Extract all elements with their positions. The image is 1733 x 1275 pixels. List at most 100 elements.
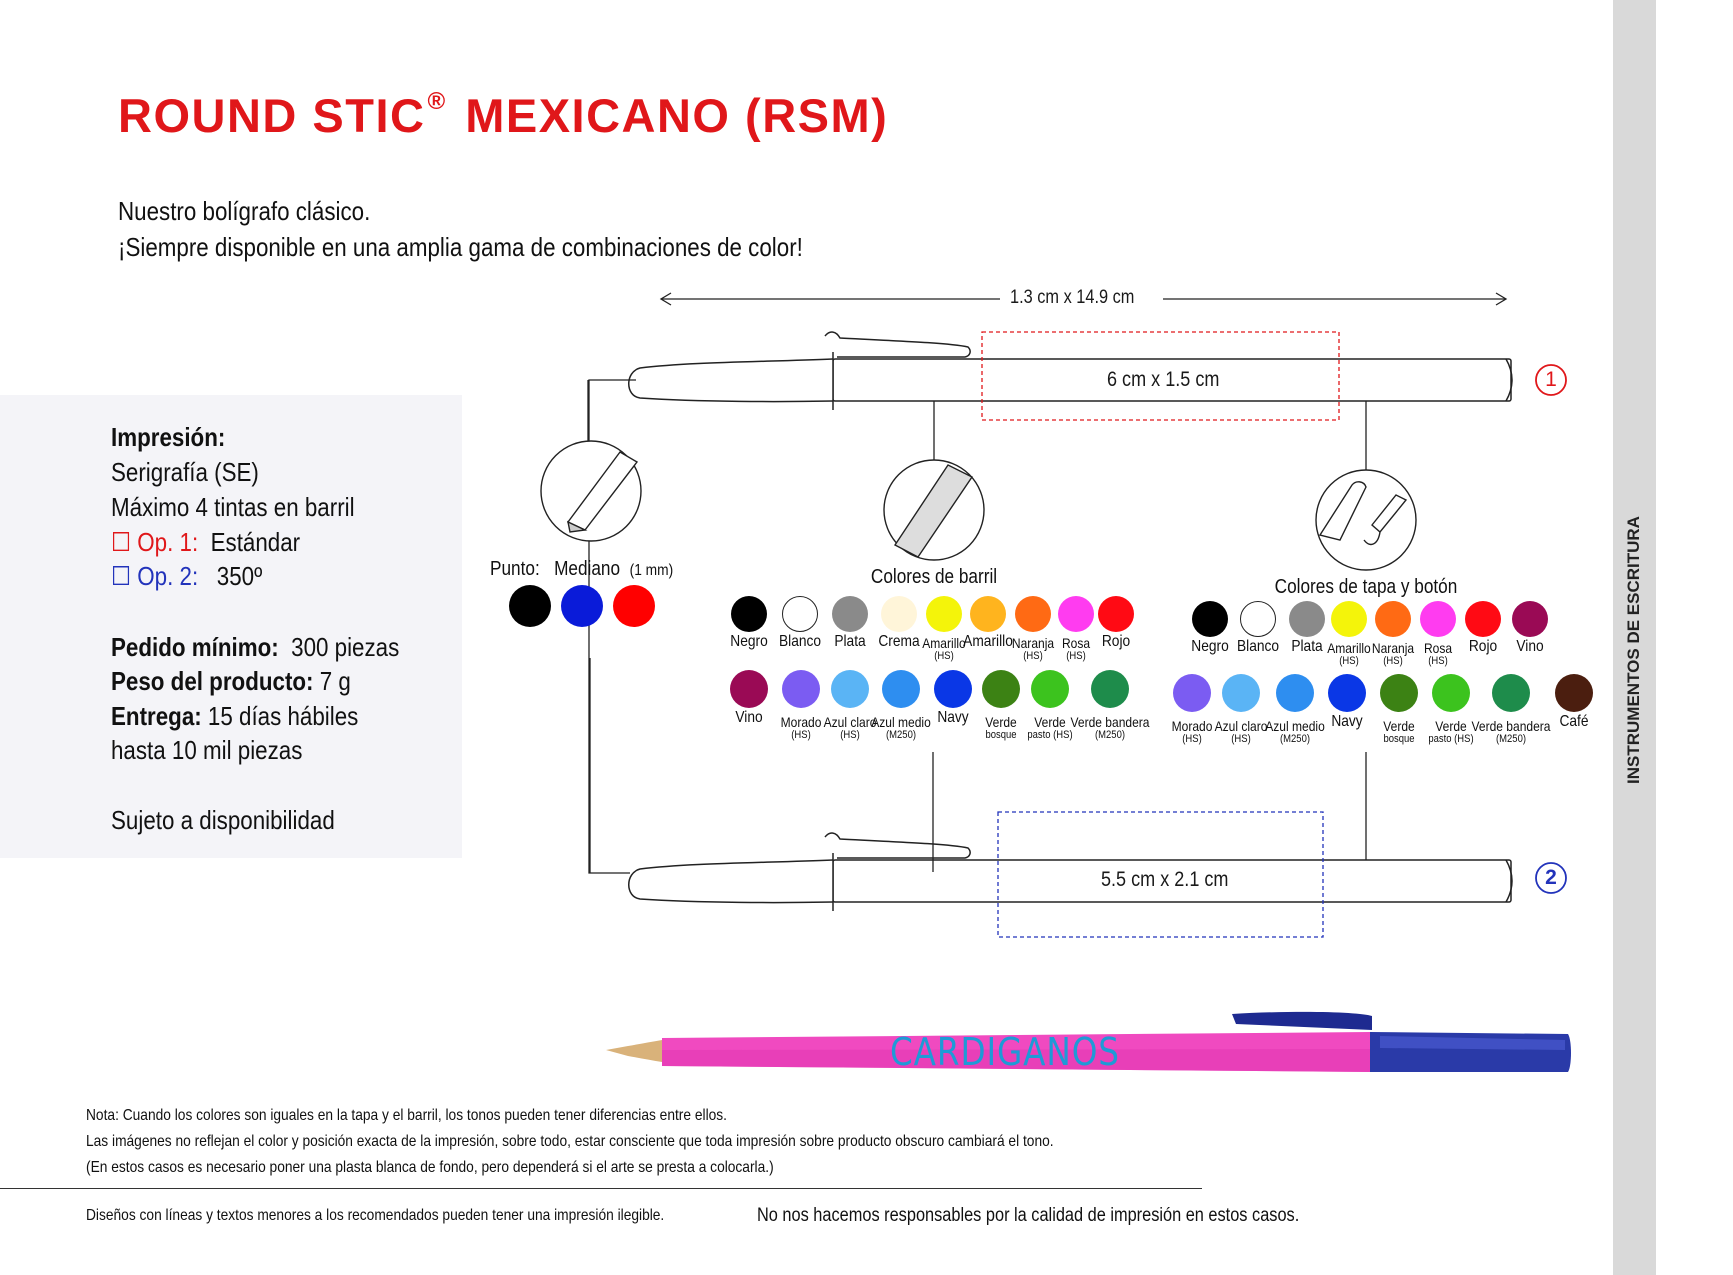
cap-color-r2-2-label: Azul claro(HS) [1214,718,1268,745]
barrel-color-r2-2-swatch [782,670,820,708]
marker-2-label: 2 [1545,866,1557,889]
barrel-color-r1-9-label: Rojo [1101,633,1131,650]
barrel-color-r1-3-swatch [832,596,868,632]
spec-panel [0,395,462,858]
barrel-color-r1-5-swatch [926,596,962,632]
barrel-colors-heading: Colores de barril [870,566,998,588]
cap-color-r1-4-label: Amarillo(HS) [1327,640,1371,667]
overall-dimension-label: 1.3 cm x 14.9 cm [1010,287,1135,308]
barrel-color-r2-4-swatch [882,670,920,708]
marker-1-label: 1 [1545,368,1557,391]
description-line-1: Nuestro bolígrafo clásico. [118,196,371,226]
cap-color-r2-5-swatch [1380,674,1418,712]
cap-color-r2-7-swatch [1492,674,1530,712]
cap-color-r1-2-label: Blanco [1236,638,1280,655]
cap-color-r2-1-label: Morado(HS) [1171,718,1213,745]
cap-color-r1-5-swatch [1375,601,1411,637]
barrel-color-r1-1-label: Negro [730,633,768,650]
print-area-2-label: 5.5 cm x 2.1 cm [1101,868,1229,891]
barrel-color-r1-3-label: Plata [834,633,866,650]
disclaimer: No nos hacemos responsables por la calid… [757,1205,1300,1226]
cap-color-r2-3-label: Azul medio(M250) [1265,718,1325,745]
cap-color-r1-8-swatch [1512,601,1548,637]
spec-delivery: Entrega: 15 días hábiles [111,701,359,731]
pen-2-outline [628,832,1513,911]
barrel-color-r2-1-label: Vino [735,709,763,726]
barrel-color-r1-9-swatch [1098,596,1134,632]
cap-color-r1-3-swatch [1289,601,1325,637]
print-area-1-box [981,331,1340,421]
barrel-color-r1-8-label: Rosa(HS) [1061,635,1091,662]
tip-detail-circle [540,440,642,542]
barrel-color-r2-7-swatch [1031,670,1069,708]
cap-color-r2-3-swatch [1276,674,1314,712]
spec-delivery-note: hasta 10 mil piezas [111,735,303,765]
cap-color-r2-8-swatch [1555,674,1593,712]
barrel-color-r1-6-swatch [970,596,1006,632]
barrel-color-r1-2-label: Blanco [778,633,822,650]
marker-2-circle [1535,862,1567,894]
barrel-color-r2-4-label: Azul medio(M250) [871,714,931,741]
point-color-3-swatch [613,585,655,627]
barrel-color-r1-1-swatch [731,596,767,632]
spec-method: Serigrafía (SE) [111,457,259,487]
point-color-2-swatch [561,585,603,627]
notes-divider [0,1188,1202,1189]
barrel-color-r1-8-swatch [1058,596,1094,632]
cap-color-r2-1-swatch [1173,674,1211,712]
barrel-color-r1-5-label: Amarillo(HS) [922,635,966,662]
note-line-3: (En estos casos es necesario poner una p… [86,1159,774,1176]
title-main: ROUND STIC [118,89,426,142]
cap-color-r1-2-swatch [1240,601,1276,637]
point-color-1-swatch [509,585,551,627]
note-line-1: Nota: Cuando los colores son iguales en … [86,1107,727,1124]
barrel-color-r1-4-swatch [881,596,917,632]
disclaimer-small: Diseños con líneas y textos menores a lo… [86,1207,665,1224]
print-area-2-box [997,811,1324,938]
spec-option-2: ☐ Op. 2: 350º [111,561,263,591]
spec-option-1: ☐ Op. 1: Estándar [111,527,301,557]
spec-max-inks: Máximo 4 tintas en barril [111,492,355,522]
cap-color-r2-2-swatch [1222,674,1260,712]
sample-pen-image [606,1011,1571,1072]
cap-color-r1-4-swatch [1331,601,1367,637]
cap-color-r1-5-label: Naranja(HS) [1371,640,1415,667]
cap-color-r2-4-swatch [1328,674,1366,712]
cap-color-r1-3-label: Plata [1291,638,1323,655]
cap-color-r1-6-swatch [1420,601,1456,637]
note-line-2: Las imágenes no reflejan el color y posi… [86,1133,1054,1150]
spec-impresion-label: Impresión: [111,422,226,452]
point-label: Punto: Mediano (1 mm) [490,558,674,580]
barrel-color-r1-4-label: Crema [878,633,920,650]
barrel-detail-circle [883,459,985,561]
barrel-color-r2-3-swatch [831,670,869,708]
cap-color-r1-7-label: Rojo [1468,638,1498,655]
spec-weight: Peso del producto: 7 g [111,666,351,696]
cap-color-r1-7-swatch [1465,601,1501,637]
barrel-color-r1-6-label: Amarillo [963,633,1013,650]
sidebar-strip [1613,0,1656,1275]
barrel-color-r1-7-swatch [1015,596,1051,632]
connector-lines [587,379,1367,874]
marker-1-circle [1535,364,1567,396]
barrel-color-r2-5-swatch [934,670,972,708]
barrel-color-r2-1-swatch [730,670,768,708]
registered-mark: ® [427,88,447,116]
barrel-color-r2-8-swatch [1091,670,1129,708]
cap-colors-heading: Colores de tapa y botón [1274,576,1458,598]
cap-color-r1-6-label: Rosa(HS) [1423,640,1453,667]
spec-availability: Sujeto a disponibilidad [111,805,335,835]
pen-1-outline [628,331,1513,410]
cap-color-r2-4-label: Navy [1331,713,1363,730]
spec-min-order: Pedido mínimo: 300 piezas [111,632,400,662]
cap-color-r2-7-label: Verde bandera(M250) [1471,718,1551,745]
cap-color-r2-8-label: Café [1559,713,1589,730]
cap-color-r2-6-swatch [1432,674,1470,712]
sample-pen-logo: CARDIGANOS [890,1030,1120,1074]
barrel-color-r2-2-label: Morado(HS) [780,714,822,741]
